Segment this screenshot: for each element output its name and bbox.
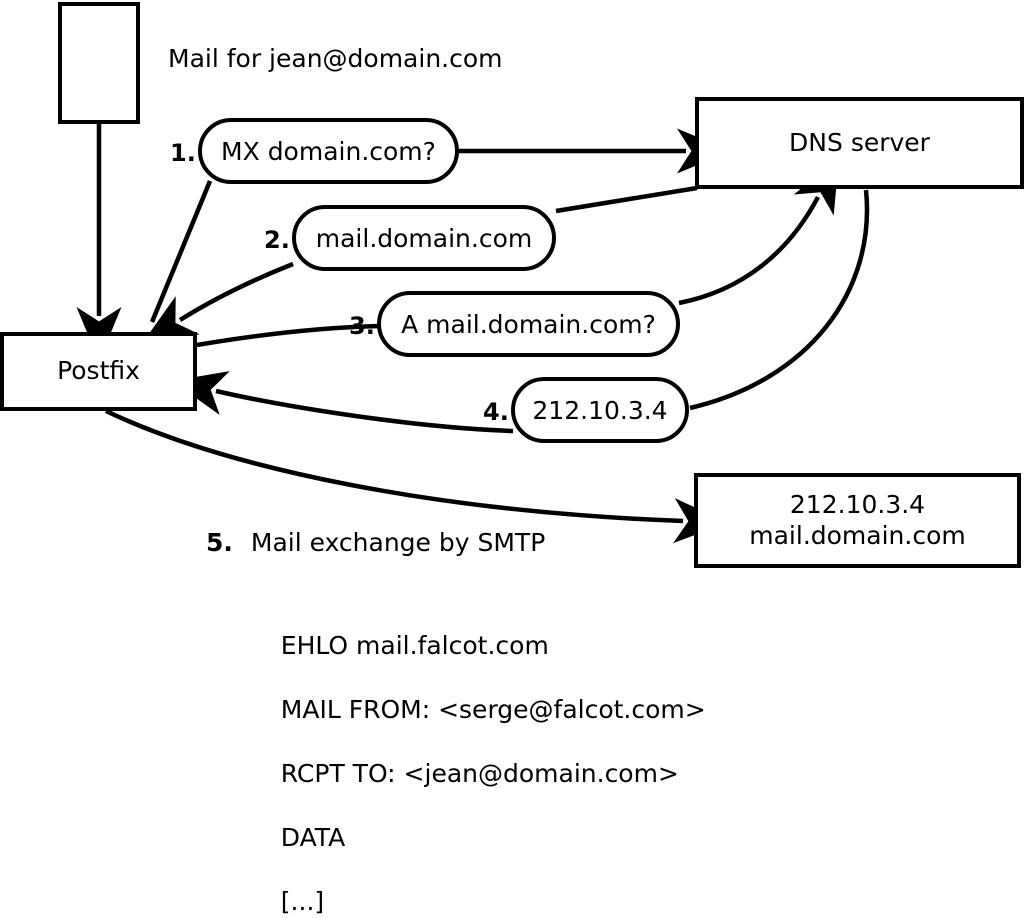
bubble-step-2[interactable]: mail.domain.com xyxy=(292,205,556,271)
arrow-dns-to-bubble4 xyxy=(689,189,870,411)
bubble-step-4[interactable]: 212.10.3.4 xyxy=(511,377,689,443)
transcript-line: [...] xyxy=(280,887,325,916)
bubble-step-2-label: mail.domain.com xyxy=(315,223,533,253)
arrow-postfix-to-bubble1 xyxy=(149,180,213,323)
bubble-step-3[interactable]: A mail.domain.com? xyxy=(377,291,680,357)
step-number-2: 2. xyxy=(264,226,290,254)
arrow-dns-to-bubble2 xyxy=(555,185,698,214)
node-postfix-label: Postfix xyxy=(57,356,140,386)
step-5-label: 5. Mail exchange by SMTP xyxy=(206,528,545,557)
node-sender-box[interactable] xyxy=(58,2,140,124)
bubble-step-1[interactable]: MX domain.com? xyxy=(198,118,459,184)
transcript-line: DATA xyxy=(280,823,346,852)
arrow-bubble4-to-postfix xyxy=(172,371,514,434)
step-number-3: 3. xyxy=(349,312,375,340)
node-dns-server[interactable]: DNS server xyxy=(695,97,1024,189)
bubble-step-4-label: 212.10.3.4 xyxy=(532,395,668,425)
transcript-line: EHLO mail.falcot.com xyxy=(280,631,549,660)
bubble-step-1-label: MX domain.com? xyxy=(221,136,436,166)
arrow-bubble3-to-dns xyxy=(678,157,840,306)
node-dns-server-label: DNS server xyxy=(789,127,930,157)
step-number-5: 5. xyxy=(206,528,233,557)
smtp-transcript: EHLO mail.falcot.com MAIL FROM: <serge@f… xyxy=(249,598,706,919)
transcript-line: RCPT TO: <jean@domain.com> xyxy=(280,759,679,788)
arrow-postfix-to-bubble3 xyxy=(196,323,380,348)
node-destination-ip: 212.10.3.4 xyxy=(789,490,926,519)
step-5-text: Mail exchange by SMTP xyxy=(250,528,546,557)
arrow-postfix-to-destination xyxy=(105,408,728,544)
step-number-1: 1. xyxy=(170,139,196,167)
bubble-step-3-label: A mail.domain.com? xyxy=(401,309,656,339)
transcript-line: MAIL FROM: <serge@falcot.com> xyxy=(280,695,706,724)
diagram-title: Mail for jean@domain.com xyxy=(168,44,503,73)
node-postfix[interactable]: Postfix xyxy=(0,332,197,411)
arrow-bubble2-to-postfix xyxy=(141,261,294,344)
step-number-4: 4. xyxy=(483,398,509,426)
node-destination-server[interactable]: 212.10.3.4 mail.domain.com xyxy=(694,473,1021,568)
node-destination-hostname: mail.domain.com xyxy=(749,520,966,550)
